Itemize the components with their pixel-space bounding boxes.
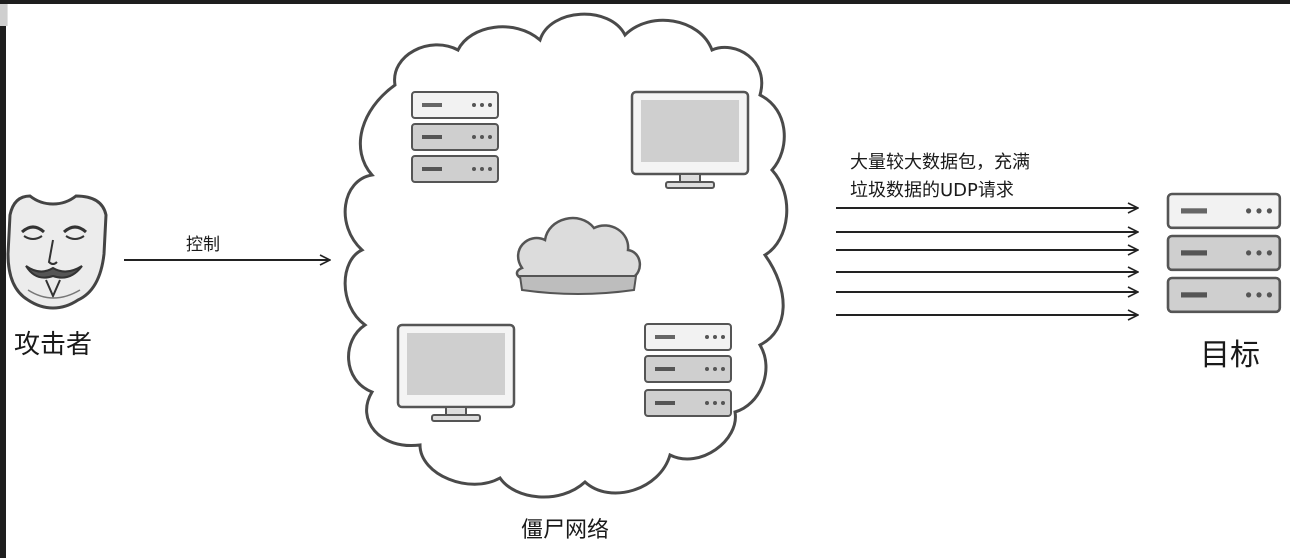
botnet-label: 僵尸网络 — [521, 518, 610, 543]
edge-fragment: ▌ — [0, 4, 8, 26]
attack-description-line-2: 垃圾数据的UDP请求 — [850, 180, 1014, 201]
mask-icon — [6, 194, 108, 310]
attack-description-line-1: 大量较大数据包，充满 — [850, 152, 1030, 173]
server-icon — [1166, 192, 1282, 314]
bot-computer-2 — [396, 323, 516, 423]
bot-computer-1 — [630, 90, 750, 190]
target-label: 目标 — [1200, 338, 1260, 373]
attacker-label: 攻击者 — [14, 330, 93, 360]
cloud-icon — [515, 216, 641, 295]
bot-server-1 — [411, 91, 499, 183]
attack-arrows — [836, 208, 1138, 315]
bot-server-2 — [644, 323, 732, 417]
control-label: 控制 — [186, 235, 220, 255]
